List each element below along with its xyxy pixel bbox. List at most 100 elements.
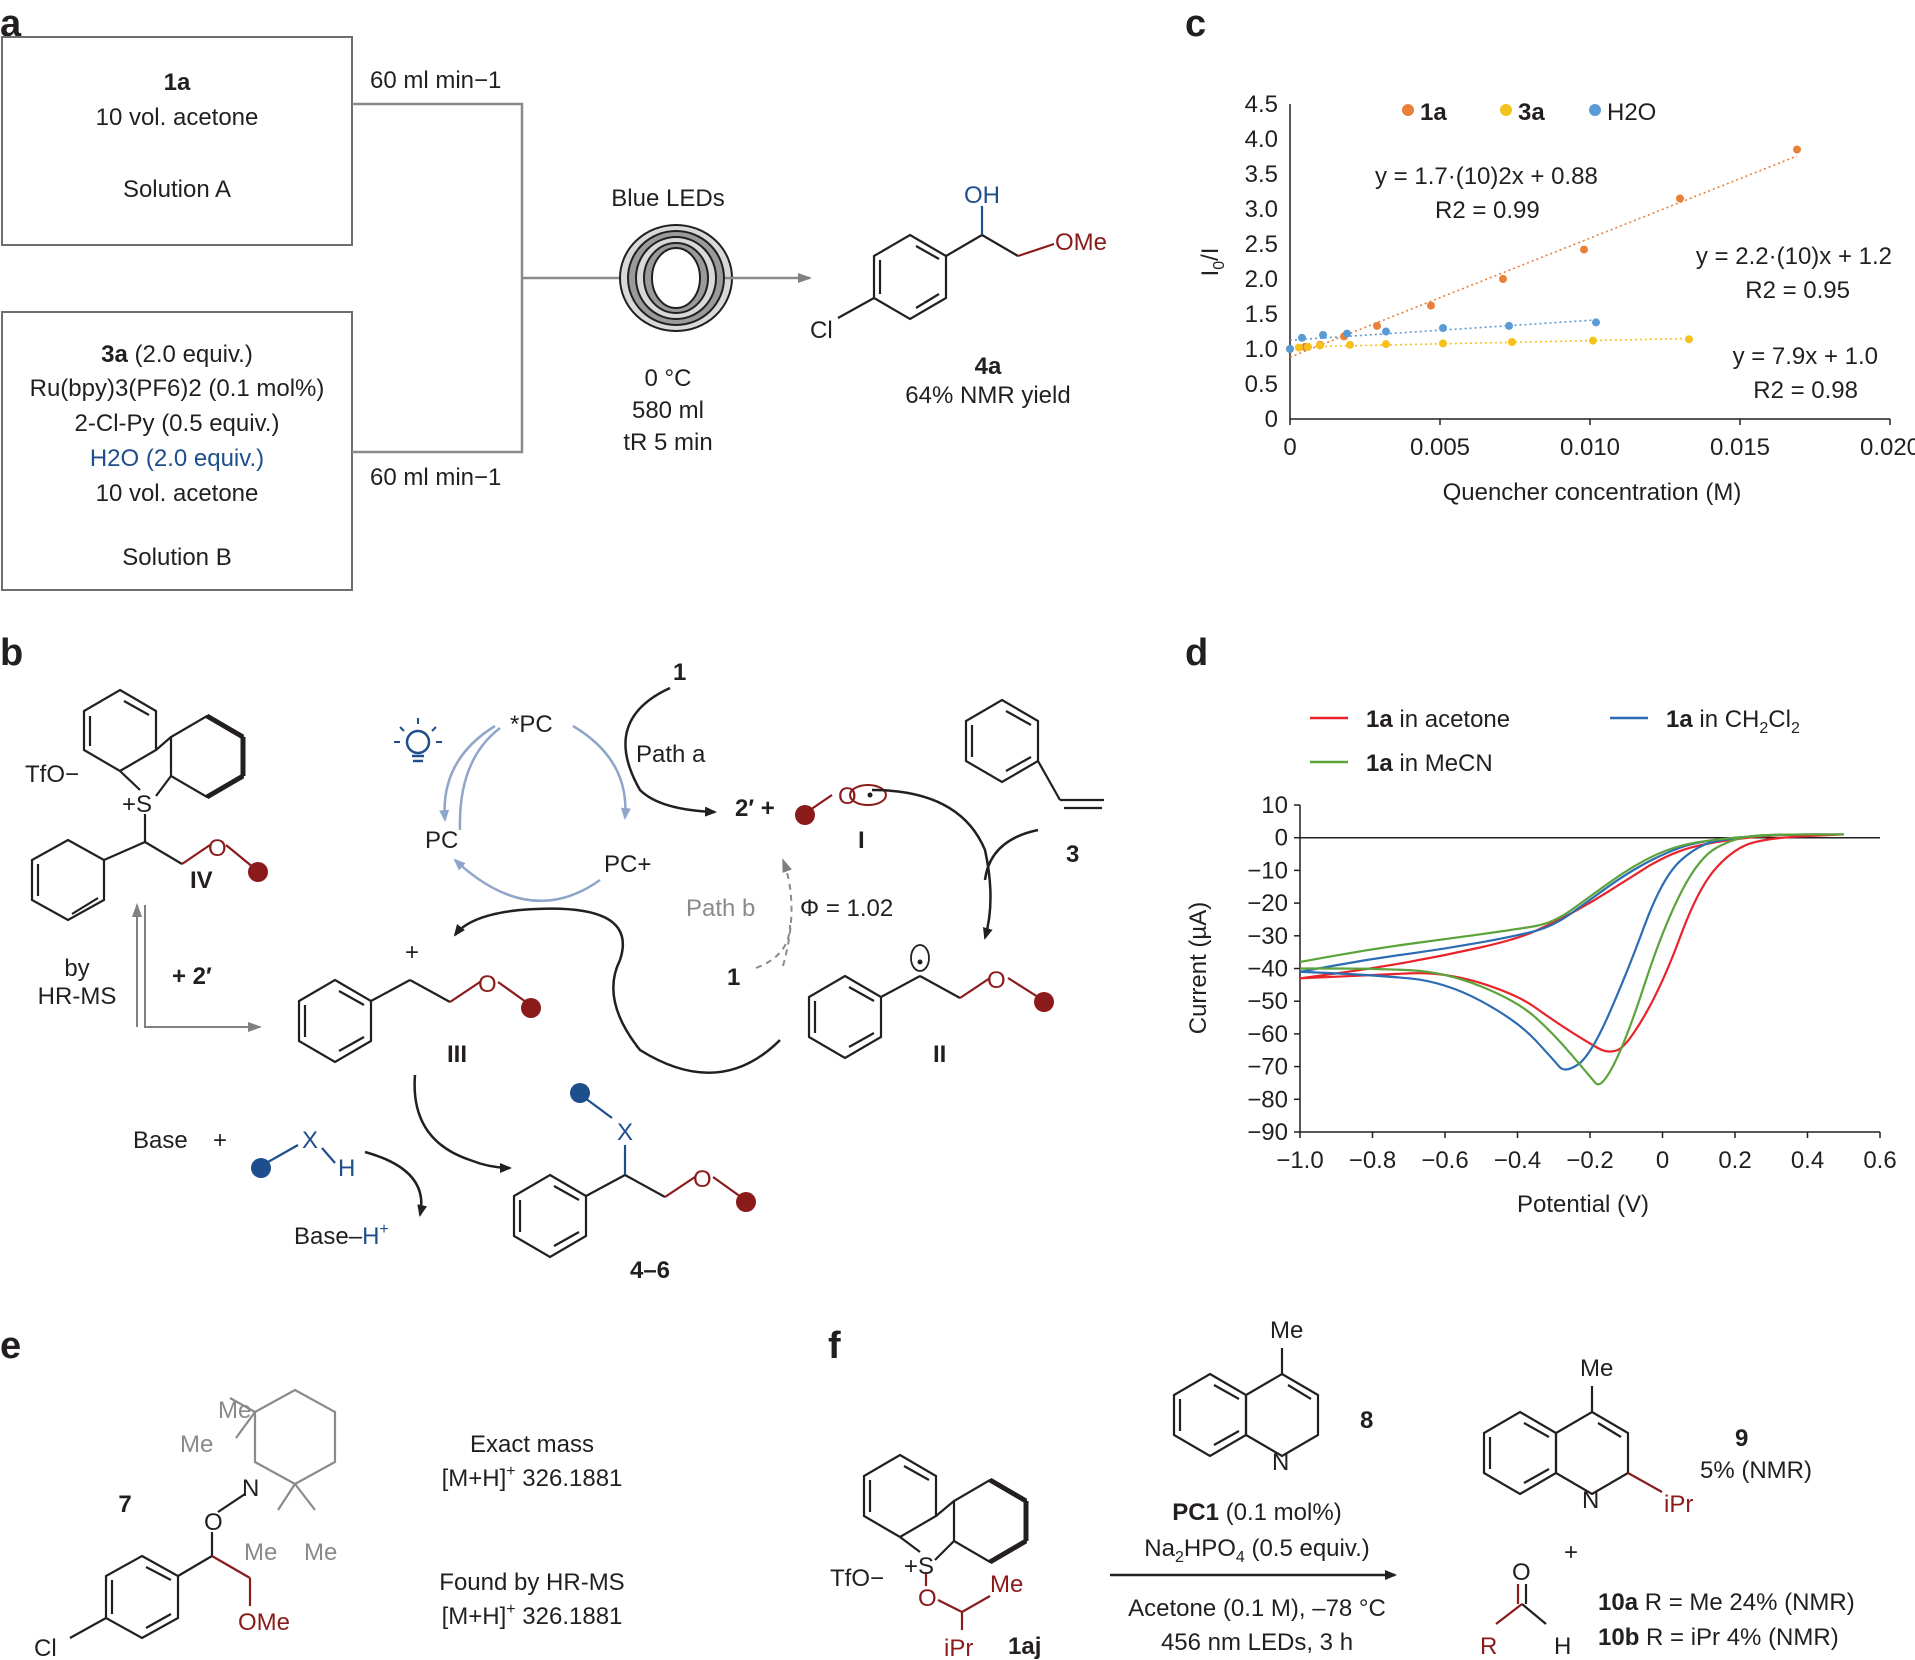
cv-trace-1 (1299, 833, 1844, 1071)
flow-rate-b: 60 ml min−1 (370, 464, 501, 491)
legend-ch2cl2: 1a in CH2Cl2 (1666, 706, 1800, 737)
chart-d-ylabel: Current (µA) (1185, 902, 1212, 1035)
solution-b-catalyst: Ru(bpy)3(PF6)2 (0.1 mol%) (30, 375, 325, 402)
panel-a: 1a 10 vol. acetone Solution A 3a (2.0 eq… (1, 36, 1107, 591)
plus-2prime: + 2′ (172, 963, 212, 990)
legend-3a-marker (1500, 104, 1512, 116)
data-point (1676, 194, 1684, 203)
iii-o: O (478, 971, 497, 998)
product-4a-structure (837, 206, 1055, 321)
data-point (1439, 339, 1447, 348)
p9-me: Me (1580, 1355, 1613, 1382)
fit-h2o-equation: y = 2.2·(10)x + 1.2 (1696, 243, 1892, 270)
chart-d-xtick: 0.4 (1791, 1147, 1824, 1174)
p9-n: N (1582, 1487, 1599, 1514)
solution-a-box (1, 36, 353, 246)
data-point (1499, 275, 1507, 283)
condition-time: tR 5 min (623, 429, 712, 456)
iii-plus: + (405, 939, 419, 966)
e-cl: Cl (34, 1635, 57, 1660)
p9-name: 9 (1735, 1425, 1748, 1452)
chart-c-ytick: 0 (1265, 406, 1278, 433)
chart-d-legend: 1a in acetone 1a in MeCN 1a in CH2Cl2 (1310, 706, 1800, 777)
legend-h2o: H2O (1607, 99, 1656, 126)
reagent-1-top: 1 (673, 659, 686, 686)
hrms-arrow (144, 905, 262, 1032)
chart-d-ytick: −50 (1247, 988, 1288, 1015)
base-label: Base (133, 1127, 188, 1154)
panel-b: TfO− +S O IV by HR-MS + 2′ *PC PC PC+ (25, 659, 1104, 1284)
data-point (1346, 340, 1354, 349)
solution-b-base: 2-Cl-Py (0.5 equiv.) (75, 410, 280, 437)
chart-c-ytick: 1.5 (1245, 301, 1278, 328)
quantum-yield: Φ = 1.02 (800, 895, 893, 922)
q8-n: N (1272, 1449, 1289, 1476)
e-me-3: Me (244, 1539, 277, 1566)
iv-tfo: TfO− (25, 761, 79, 788)
radical-addition-arrow (871, 788, 993, 940)
product-o: O (693, 1166, 712, 1193)
chart-d-ytick: −70 (1247, 1054, 1288, 1081)
data-point (1382, 327, 1390, 336)
path-b-arrow (782, 858, 793, 967)
e-n: N (242, 1475, 259, 1502)
lightbulb-icon (394, 718, 442, 763)
sulfonium-iv-structure (30, 688, 268, 922)
solution-b-water: H2O (2.0 equiv.) (90, 445, 264, 472)
data-point (1373, 321, 1381, 330)
chart-d-xtick: −0.8 (1349, 1147, 1396, 1174)
aldehyde-h: H (1554, 1633, 1571, 1660)
flow-lines (352, 102, 524, 454)
cation-iii-label: III (447, 1041, 467, 1068)
nucleophile-dot (251, 1158, 271, 1178)
data-point (1427, 301, 1435, 310)
found-label: Found by HR-MS (439, 1569, 624, 1596)
base-plus: + (213, 1127, 227, 1154)
path-a-arrow (624, 686, 717, 817)
chart-c-legend: 1a 3a H2O (1402, 99, 1656, 126)
condition-volume: 580 ml (632, 397, 704, 424)
nucleophile-bond (267, 1144, 299, 1163)
aldehyde-o: O (1512, 1559, 1531, 1586)
product-10a: 10a R = Me 24% (NMR) (1598, 1589, 1855, 1616)
base-h-label: Base–H+ (294, 1221, 389, 1250)
path-b-join (755, 924, 791, 969)
product-cl: Cl (810, 317, 833, 344)
xh-h: H (338, 1155, 355, 1182)
reactor-label: Blue LEDs (611, 185, 724, 212)
data-point (1793, 145, 1801, 154)
panel-label-c: c (1185, 3, 1206, 45)
iv-o: O (208, 835, 227, 862)
product-9-structure (1482, 1386, 1663, 1496)
pc-ground: PC (425, 827, 458, 854)
cation-iii-structure (297, 978, 541, 1064)
styrene-structure (964, 698, 1104, 810)
iv-label: IV (190, 867, 213, 894)
chart-c-xtick: 0.005 (1410, 434, 1470, 461)
pc-oxidized: PC+ (604, 851, 651, 878)
e-me-1: Me (218, 1397, 251, 1424)
chart-d-xtick: −0.2 (1566, 1147, 1613, 1174)
nucleophile-arrow (413, 1074, 512, 1173)
chart-d-ytick: −20 (1247, 890, 1288, 917)
chart-d-ytick: −80 (1247, 1086, 1288, 1113)
chart-d-xtick: −0.6 (1421, 1147, 1468, 1174)
panel-label-d: d (1185, 632, 1208, 674)
path-b-label: Path b (686, 895, 755, 922)
data-point (1580, 245, 1588, 254)
f-tfo: TfO− (830, 1565, 884, 1592)
found-value: [M+H]+ 326.1881 (442, 1601, 623, 1630)
legend-3a: 3a (1518, 99, 1545, 126)
e-ome: OMe (238, 1609, 290, 1636)
radical-i-structure (795, 784, 887, 825)
chart-d-ytick: −60 (1247, 1021, 1288, 1048)
fit-1a-equation: y = 1.7·(10)2x + 0.88 (1375, 163, 1598, 190)
f-cond-solvent: Acetone (0.1 M), –78 °C (1128, 1595, 1386, 1622)
chart-d-ytick: 10 (1261, 792, 1288, 819)
fit-3a-r2: R2 = 0.98 (1753, 377, 1858, 404)
chart-d-ytick: −90 (1247, 1119, 1288, 1146)
product-10b: 10b R = iPr 4% (NMR) (1598, 1624, 1839, 1651)
coil-reactor-icon (619, 224, 733, 332)
exact-mass-label: Exact mass (470, 1431, 594, 1458)
xh-bond (321, 1147, 336, 1164)
